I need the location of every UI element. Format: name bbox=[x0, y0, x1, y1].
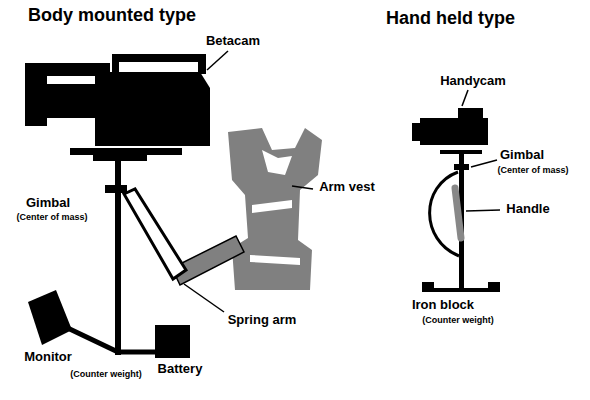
camera-lens bbox=[45, 84, 100, 118]
battery bbox=[155, 325, 190, 358]
leader-line bbox=[462, 90, 468, 106]
part-label: Arm vest bbox=[319, 180, 375, 195]
spring-arm-lower bbox=[172, 236, 244, 285]
handle bbox=[455, 188, 461, 238]
camera-handle-post bbox=[112, 54, 119, 74]
monitor-arm bbox=[55, 322, 165, 352]
camera-plate bbox=[70, 148, 182, 155]
camera-handle-post bbox=[198, 54, 206, 74]
leader-line bbox=[466, 210, 500, 211]
section-title: Body mounted type bbox=[28, 5, 196, 26]
handycam-viewfinder bbox=[458, 108, 483, 119]
part-label: Battery bbox=[158, 362, 203, 377]
camera-lens-hood bbox=[25, 76, 47, 126]
handycam-plate bbox=[440, 150, 482, 154]
part-label: Handle bbox=[506, 202, 549, 217]
part-label: Monitor bbox=[24, 350, 72, 365]
camera-handle bbox=[112, 54, 206, 62]
part-label: Handycam bbox=[440, 74, 506, 89]
base-bar bbox=[425, 288, 495, 292]
part-label: Betacam bbox=[206, 34, 260, 49]
gimbal bbox=[105, 185, 127, 193]
monitor bbox=[28, 290, 72, 345]
section-title: Hand held type bbox=[386, 8, 515, 29]
gimbal bbox=[454, 164, 469, 170]
iron-block bbox=[488, 282, 500, 292]
leader-line bbox=[207, 51, 228, 70]
arm-vest bbox=[228, 128, 322, 290]
vest-strap bbox=[250, 255, 300, 265]
part-note: (Center of mass) bbox=[497, 165, 568, 175]
leader-line bbox=[184, 284, 224, 312]
leader-line bbox=[471, 160, 497, 167]
part-label: Spring arm bbox=[228, 313, 297, 328]
camera-body bbox=[95, 72, 210, 146]
part-note: (Counter weight) bbox=[422, 315, 494, 325]
iron-block bbox=[422, 282, 434, 292]
handycam-body bbox=[420, 118, 488, 145]
spring-arm-upper bbox=[124, 189, 186, 279]
part-label: Iron block bbox=[412, 298, 474, 313]
part-label: Gimbal bbox=[500, 148, 544, 163]
handycam-lens bbox=[412, 123, 422, 141]
leader-line bbox=[292, 186, 313, 189]
vest-opening bbox=[262, 150, 292, 175]
part-label: Gimbal bbox=[26, 196, 70, 211]
vest-strap bbox=[252, 200, 292, 213]
part-note: (Counter weight) bbox=[70, 369, 142, 379]
part-note: (Center of mass) bbox=[16, 212, 87, 222]
